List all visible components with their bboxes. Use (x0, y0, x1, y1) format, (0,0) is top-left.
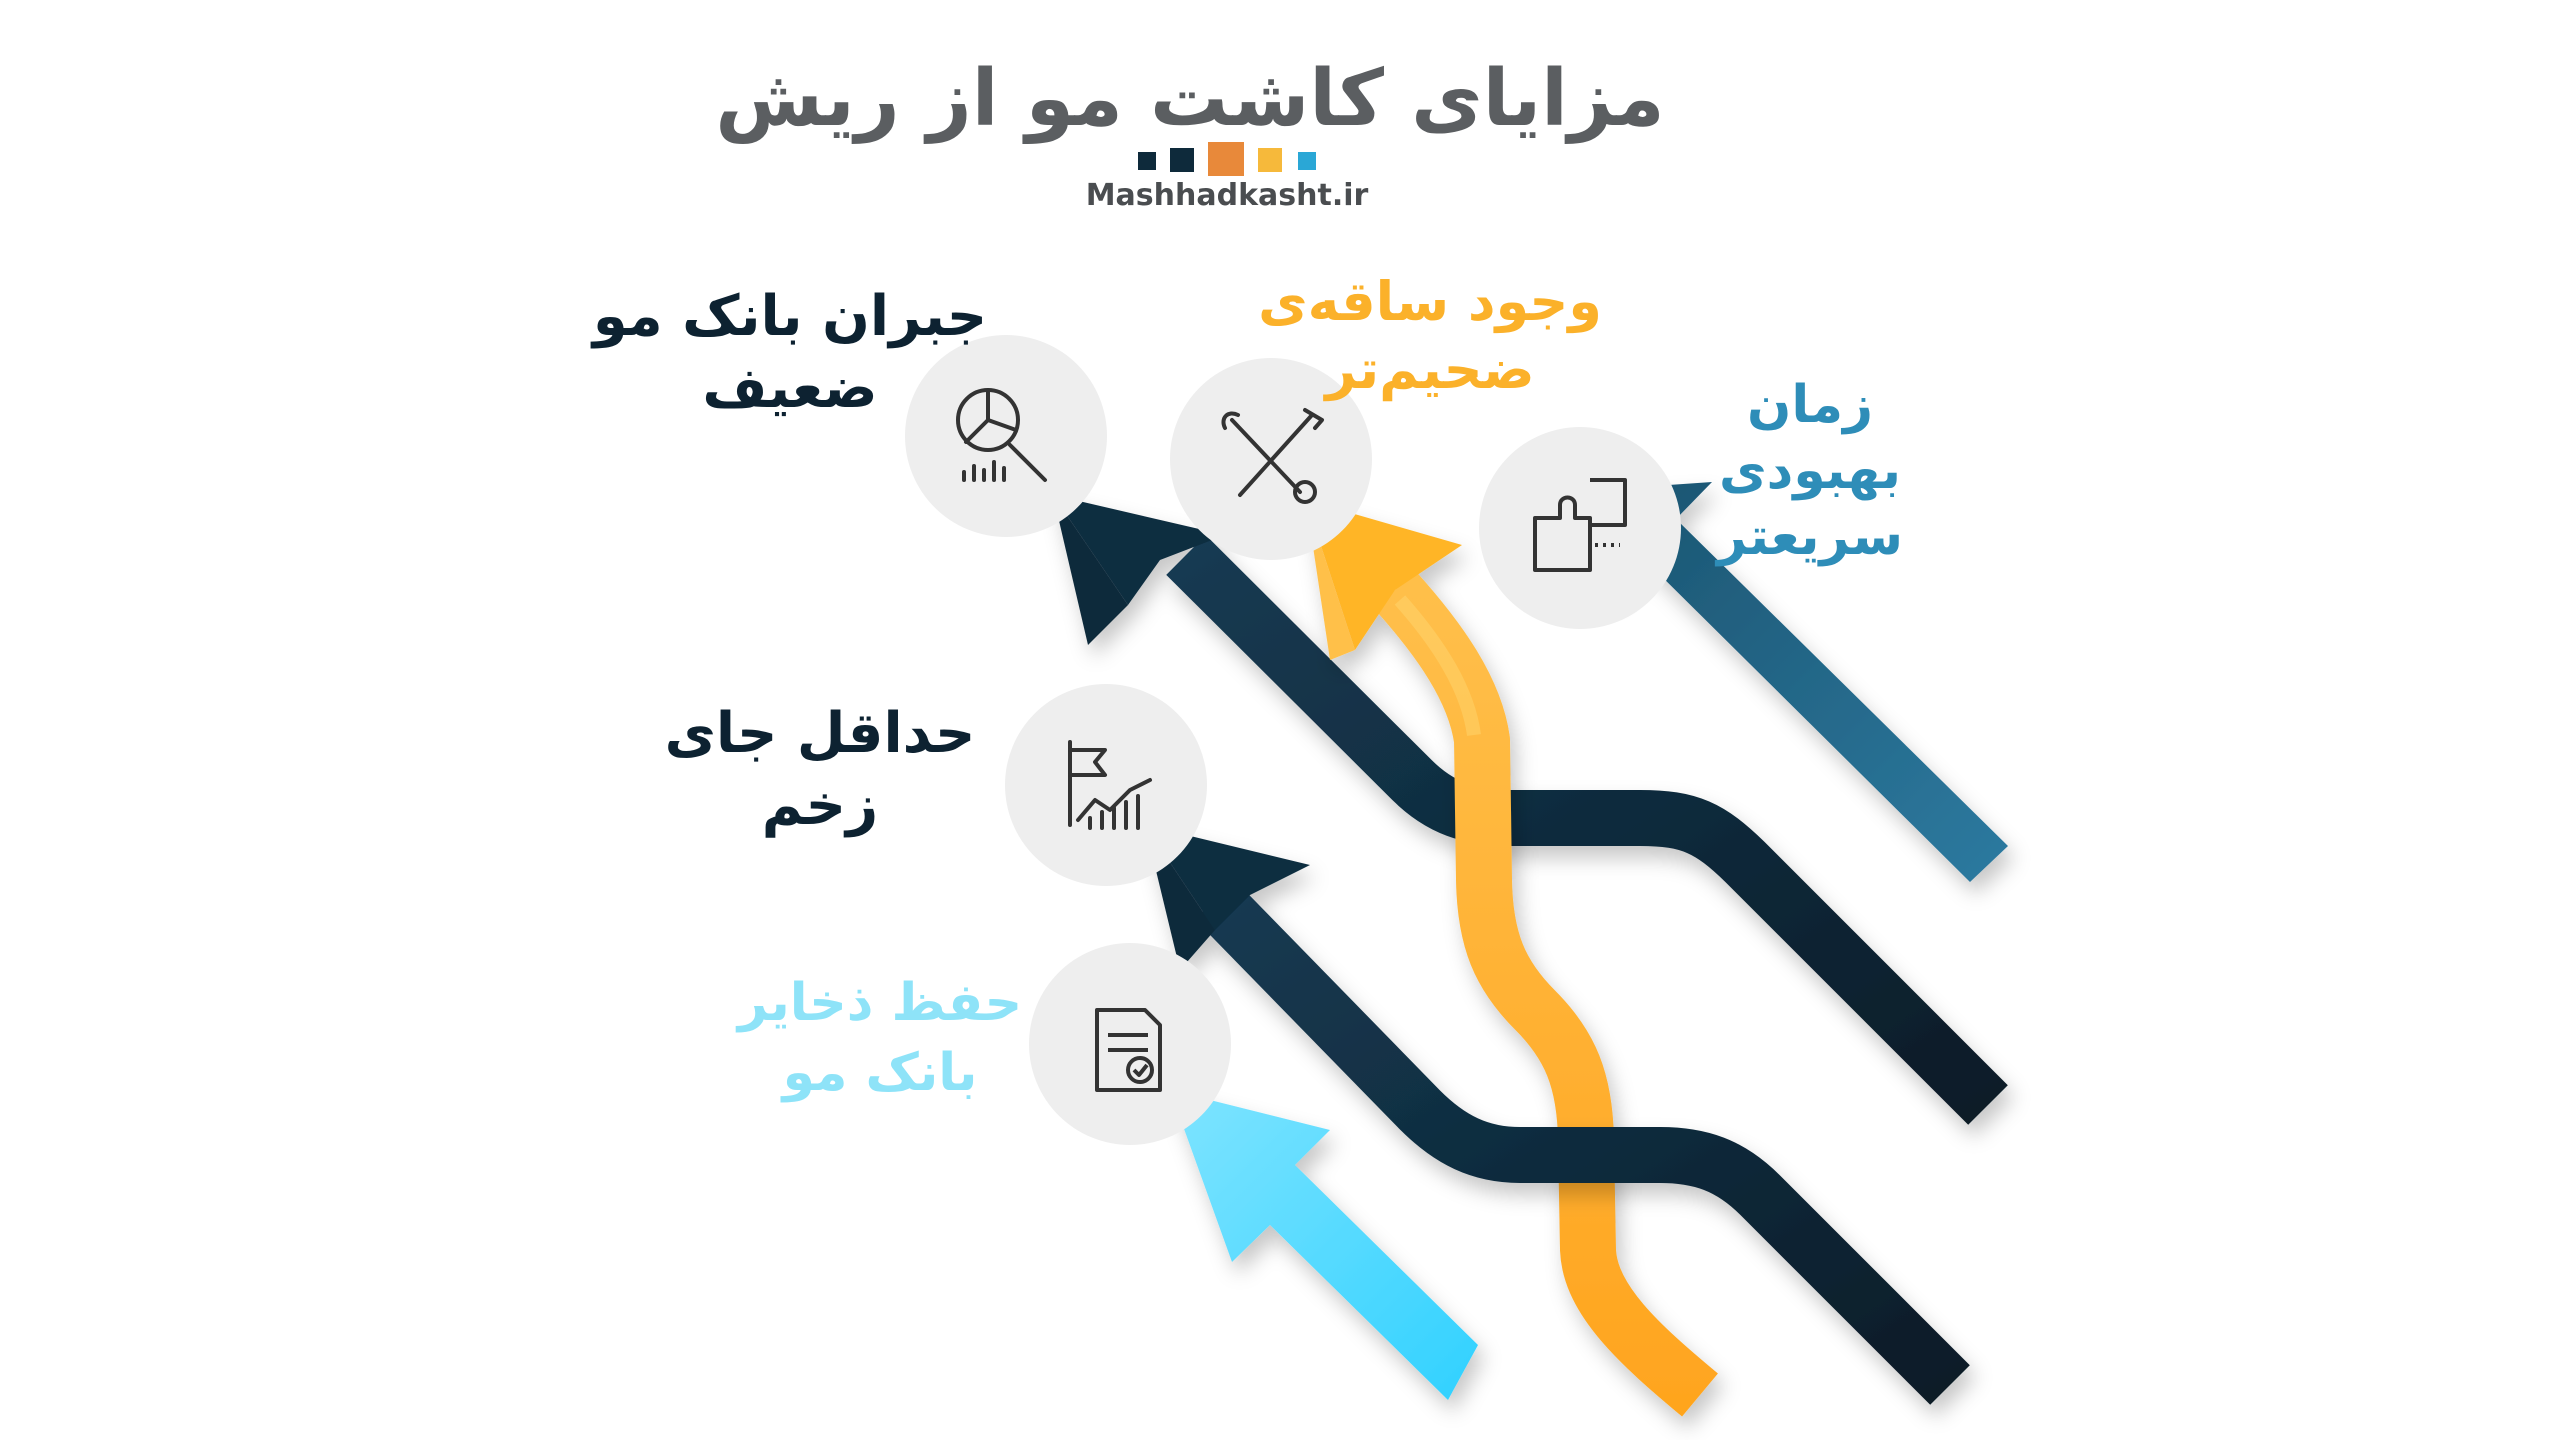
benefit-label-3-line-1: زمان (1747, 375, 1873, 435)
brand-swatches (1138, 142, 1316, 176)
benefit-label-4: حداقل جای زخم (665, 701, 976, 838)
benefit-label-3-line-2: بهبودی (1719, 441, 1901, 501)
benefit-label-4-line-2: زخم (762, 773, 879, 838)
chart-magnifier-icon (956, 388, 1047, 482)
benefit-label-3-line-3: سریعتر (1714, 507, 1903, 567)
circle-document (1029, 943, 1231, 1145)
benefit-label-1-line-2: ضعیف (702, 356, 877, 421)
puzzle-icon (1533, 478, 1627, 572)
benefit-label-2-line-1: وجود ساقه‌ی (1258, 270, 1602, 333)
arrow-yellow (1306, 500, 1718, 1417)
tools-icon (1221, 408, 1324, 504)
circle-chart (905, 335, 1107, 537)
site-url: Mashhadkasht.ir (1086, 178, 1369, 213)
circle-puzzle (1479, 427, 1681, 629)
swatch-1 (1138, 152, 1156, 170)
circle-tools (1170, 358, 1372, 560)
swatch-5 (1298, 152, 1316, 170)
page-title: مزایای کاشت مو از ریش (715, 54, 1664, 144)
benefit-label-4-line-1: حداقل جای (665, 701, 976, 766)
document-check-icon (1095, 1008, 1162, 1092)
flag-growth-icon (1068, 740, 1152, 830)
benefit-label-5-line-1: حفظ ذخایر (735, 973, 1022, 1033)
benefit-label-1-line-1: جبران بانک مو (590, 284, 987, 349)
arrow-steel-blue (1606, 482, 2008, 882)
swatch-2 (1170, 148, 1194, 172)
swatch-3 (1208, 142, 1244, 176)
benefit-label-5: حفظ ذخایر بانک مو (735, 973, 1022, 1103)
benefit-label-5-line-2: بانک مو (780, 1043, 978, 1103)
arrow-dark-top (1053, 495, 2008, 1125)
swatch-4 (1258, 148, 1282, 172)
benefit-label-2-line-2: ضحیم‌تر (1322, 338, 1534, 401)
arrow-light-blue (1170, 1090, 1478, 1400)
benefit-label-1: جبران بانک مو ضعیف (590, 284, 987, 421)
circle-flag (1005, 684, 1207, 886)
